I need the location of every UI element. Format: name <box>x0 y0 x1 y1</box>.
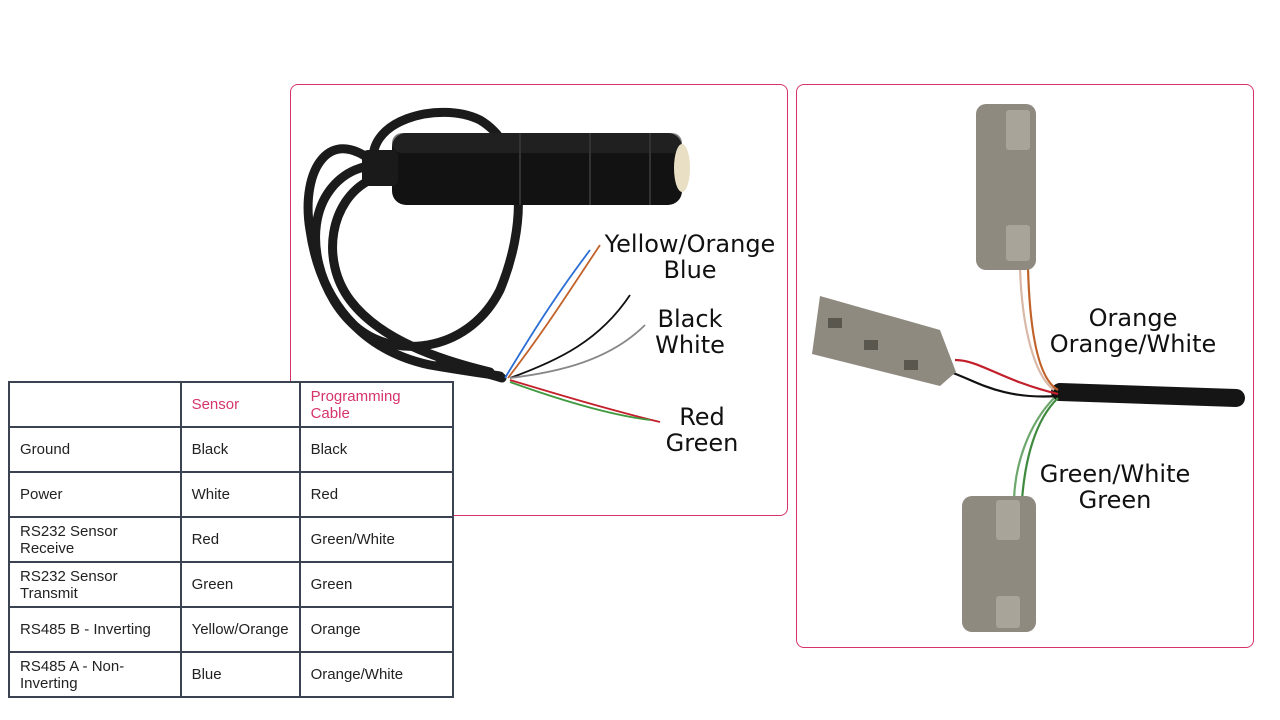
table-cell-programming-cable: Green/White <box>298 516 455 563</box>
label-green-right: Green <box>1078 486 1152 514</box>
label-green: Green <box>665 429 739 457</box>
table-row: RS485 A - Non-Inverting Blue Orange/Whit… <box>8 651 455 698</box>
table-row: Ground Black Black <box>8 426 455 473</box>
table-row: RS485 B - Inverting Yellow/Orange Orange <box>8 606 455 653</box>
table-row: Power White Red <box>8 471 455 518</box>
table-cell-function: RS232 Sensor Receive <box>8 516 182 563</box>
table-cell-function: RS232 Sensor Transmit <box>8 561 182 608</box>
table-cell-function: RS485 A - Non-Inverting <box>8 651 182 698</box>
table-header-sensor: Sensor <box>179 381 301 428</box>
programming-cable-main <box>1051 383 1245 407</box>
table-cell-sensor: Green <box>179 561 301 608</box>
table-cell-sensor: Yellow/Orange <box>179 606 301 653</box>
label-black: Black <box>657 305 723 333</box>
table-row: RS232 Sensor Receive Red Green/White <box>8 516 455 563</box>
table-cell-programming-cable: Black <box>298 426 455 473</box>
table-cell-function: Power <box>8 471 182 518</box>
label-white: White <box>655 331 725 359</box>
label-yellow-orange: Yellow/Orange <box>604 230 776 258</box>
table-header-row: Sensor Programming Cable <box>8 381 455 428</box>
table-header-blank <box>8 381 182 428</box>
connector-top <box>976 104 1036 270</box>
sensor-wires <box>504 244 661 423</box>
label-orange: Orange <box>1088 304 1178 332</box>
label-red: Red <box>679 403 725 431</box>
label-green-white-green: Green/White Green <box>1036 461 1194 513</box>
table-cell-function: RS485 B - Inverting <box>8 606 182 653</box>
programming-cable-wires <box>949 267 1059 501</box>
wiring-table: Sensor Programming Cable Ground Black Bl… <box>8 381 455 698</box>
label-green-white: Green/White <box>1039 460 1191 488</box>
table-cell-function: Ground <box>8 426 182 473</box>
table-cell-sensor: Red <box>179 516 301 563</box>
label-red-green: Red Green <box>660 404 744 456</box>
label-black-white: Black White <box>650 306 730 358</box>
table-cell-programming-cable: Red <box>298 471 455 518</box>
connector-left <box>812 296 956 386</box>
connector-bottom <box>962 496 1036 632</box>
sensor-body <box>362 133 690 205</box>
table-cell-programming-cable: Green <box>298 561 455 608</box>
label-blue: Blue <box>663 256 717 284</box>
table-cell-programming-cable: Orange/White <box>298 651 455 698</box>
table-row: RS232 Sensor Transmit Green Green <box>8 561 455 608</box>
table-cell-programming-cable: Orange <box>298 606 455 653</box>
table-cell-sensor: Blue <box>179 651 301 698</box>
table-header-programming-cable: Programming Cable <box>298 381 455 428</box>
table-cell-sensor: White <box>179 471 301 518</box>
label-yellow-orange-blue: Yellow/Orange Blue <box>600 231 780 283</box>
label-orange-white: Orange/White <box>1049 330 1217 358</box>
table-cell-sensor: Black <box>179 426 301 473</box>
label-orange-orange-white: Orange Orange/White <box>1046 305 1220 357</box>
